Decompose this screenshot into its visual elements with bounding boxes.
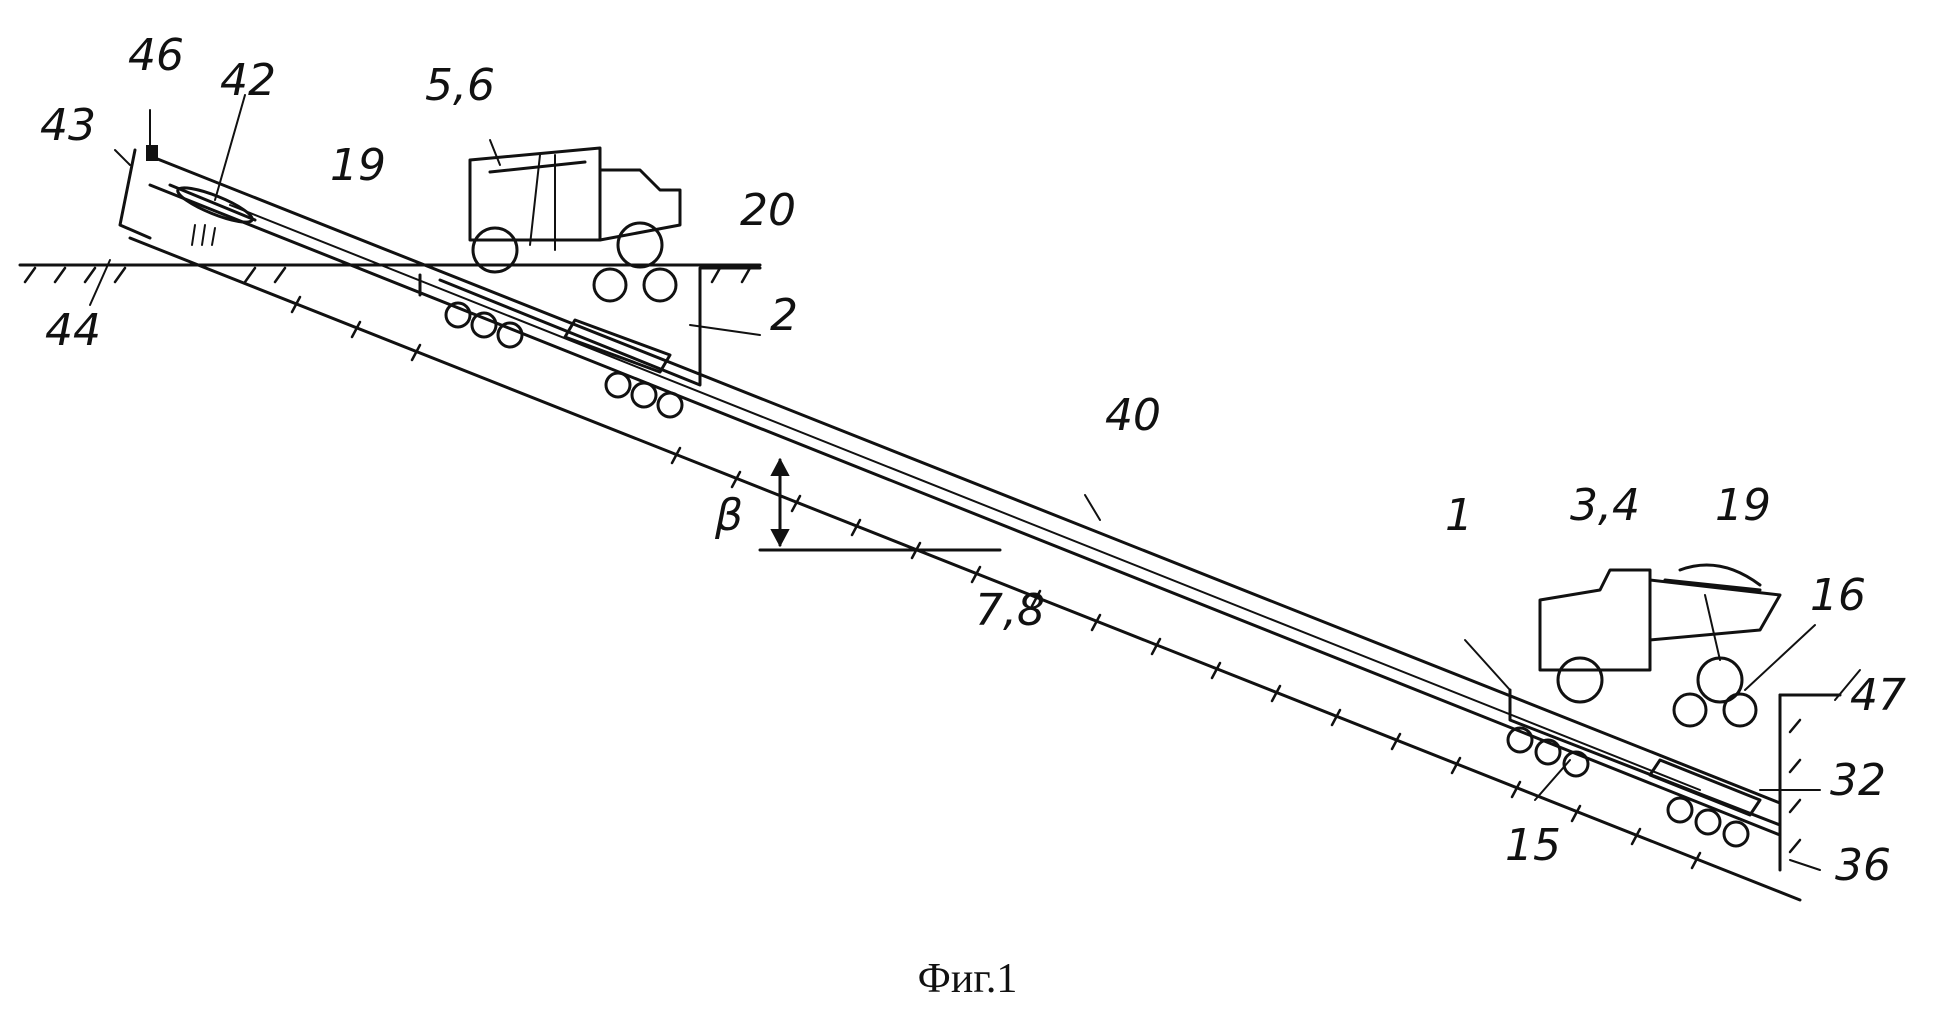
label-19-upper: 19: [330, 140, 386, 191]
slope-ground-line: [130, 238, 1800, 900]
label-46: 46: [128, 30, 184, 81]
label-5-6: 5,6: [425, 60, 495, 111]
label-1: 1: [1445, 490, 1473, 541]
label-7-8: 7,8: [975, 585, 1045, 636]
label-44: 44: [45, 305, 101, 356]
label-15: 15: [1505, 820, 1561, 871]
label-3-4: 3,4: [1570, 480, 1640, 531]
label-beta: β: [714, 490, 743, 541]
label-20: 20: [740, 185, 796, 236]
label-2: 2: [770, 290, 798, 341]
top-pit-structure: [120, 146, 255, 245]
label-42: 42: [220, 55, 276, 106]
label-16: 16: [1810, 570, 1866, 621]
label-32: 32: [1830, 755, 1886, 806]
top-pulley-46: [147, 146, 157, 160]
loaded-dump-truck: [1540, 565, 1780, 702]
label-43: 43: [40, 100, 96, 151]
figure-caption: Фиг.1: [0, 955, 1935, 1003]
label-47: 47: [1850, 670, 1906, 721]
empty-dump-truck: [470, 148, 680, 272]
inclined-track-rails: [150, 158, 1780, 835]
label-19-lower: 19: [1715, 480, 1771, 531]
label-36: 36: [1835, 840, 1891, 891]
side-wall-hatch: [1790, 720, 1800, 852]
label-40: 40: [1105, 390, 1161, 441]
